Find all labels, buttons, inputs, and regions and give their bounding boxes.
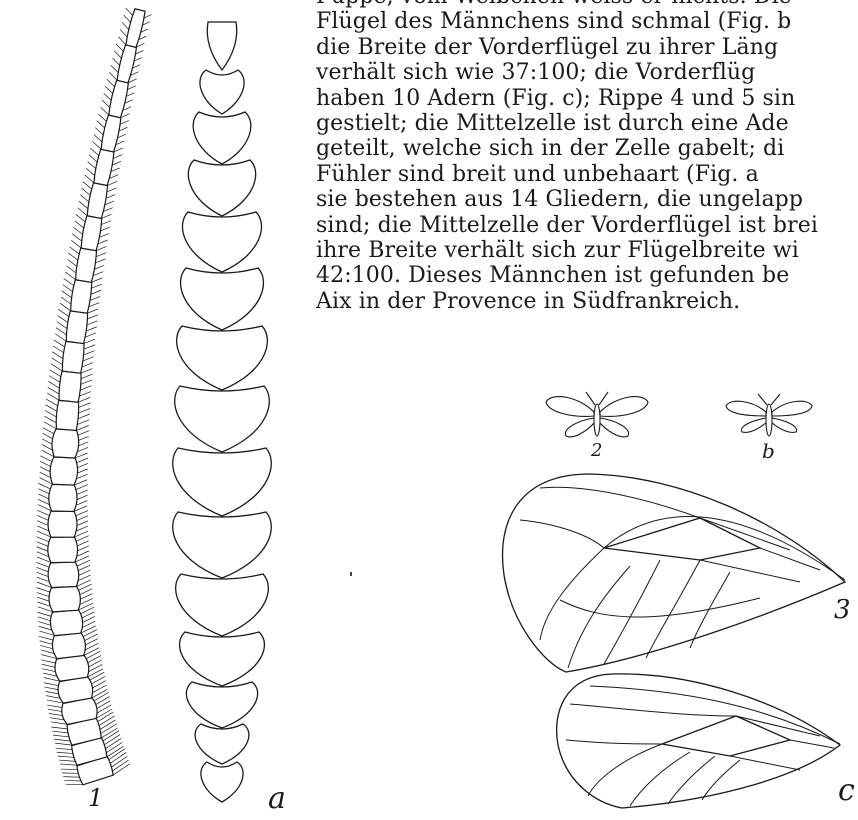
heart-segment bbox=[173, 512, 272, 578]
heart-segments bbox=[173, 22, 272, 802]
heart-segment bbox=[201, 762, 243, 802]
figb-hindwing-right bbox=[771, 418, 797, 432]
antenna-segment bbox=[48, 562, 79, 588]
heart-segment bbox=[188, 160, 255, 216]
fig2-body bbox=[594, 404, 600, 436]
antenna-segment bbox=[76, 248, 97, 282]
heart-segment bbox=[182, 212, 261, 272]
figa-label: a bbox=[268, 781, 286, 816]
fig2-hindwing-left bbox=[565, 418, 595, 437]
antenna-segment bbox=[66, 311, 87, 344]
fig2-forewing-right bbox=[600, 397, 648, 417]
figc-label: c bbox=[838, 773, 855, 808]
antenna-segment bbox=[109, 80, 129, 117]
heart-segment bbox=[186, 682, 257, 728]
heart-segment bbox=[181, 268, 264, 330]
heart-segment bbox=[207, 22, 236, 70]
fig2-forewing-left bbox=[546, 397, 594, 417]
figb-body bbox=[766, 404, 772, 436]
antenna-segment bbox=[48, 537, 78, 563]
heart-segment bbox=[180, 632, 265, 686]
heart-segment bbox=[176, 574, 269, 636]
fig2-antennae bbox=[586, 392, 608, 405]
antenna-segment bbox=[62, 341, 84, 373]
antenna-segment bbox=[71, 280, 92, 313]
fig3-wing: 3 bbox=[503, 474, 851, 672]
antenna-segment bbox=[52, 429, 79, 458]
antenna-segment bbox=[101, 115, 121, 152]
antenna-segment bbox=[50, 610, 82, 636]
figa-drawing: a bbox=[173, 22, 286, 816]
figb-label: b bbox=[762, 439, 775, 463]
heart-segment bbox=[173, 448, 272, 516]
fig2-label: 2 bbox=[590, 440, 602, 461]
heart-segment bbox=[193, 112, 251, 164]
antenna-segment bbox=[126, 9, 145, 48]
fig1-label: 1 bbox=[88, 784, 103, 812]
antenna-segment bbox=[94, 149, 114, 185]
fig2-hindwing-right bbox=[599, 418, 629, 437]
antenna-segment bbox=[50, 457, 77, 485]
figb-forewing-right bbox=[772, 401, 812, 416]
heart-segment bbox=[195, 724, 249, 764]
figb-forewing-left bbox=[726, 401, 766, 416]
antenna-segment bbox=[117, 45, 136, 83]
figb-antennae bbox=[758, 394, 780, 405]
figb-hindwing-left bbox=[741, 418, 767, 432]
fig3-label: 3 bbox=[834, 595, 851, 625]
antenna-segment bbox=[49, 484, 77, 511]
antenna-segment bbox=[52, 633, 85, 659]
antenna-segment bbox=[55, 655, 89, 681]
antenna-hairs bbox=[36, 8, 151, 785]
antenna-segment bbox=[56, 400, 78, 430]
heart-segment bbox=[200, 70, 244, 114]
fig3-outline bbox=[503, 474, 845, 672]
figb-moth: b bbox=[726, 394, 812, 463]
heart-segment bbox=[175, 386, 270, 452]
antenna-segment bbox=[49, 586, 80, 612]
heart-segment bbox=[177, 326, 268, 390]
antenna-segment bbox=[48, 511, 77, 537]
antenna-segment bbox=[59, 371, 81, 402]
figc-wing: c bbox=[557, 674, 855, 808]
fig1-drawing: 1 bbox=[36, 8, 151, 812]
antenna-segments bbox=[48, 9, 145, 785]
fig2-moth: 2 bbox=[546, 392, 648, 461]
